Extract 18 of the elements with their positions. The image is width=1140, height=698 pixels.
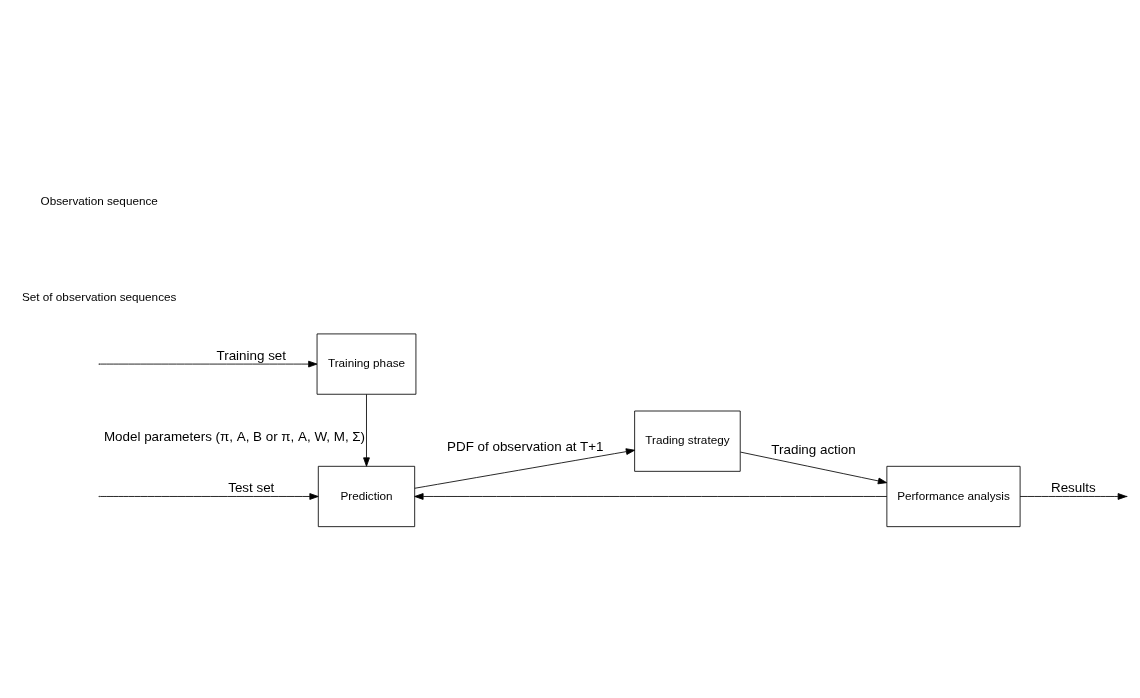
edge-label: PDF of observation at T+1: [447, 439, 604, 455]
edge-label: Training set: [216, 347, 287, 363]
node-box: Performance analysis: [886, 465, 1021, 528]
arrow: [414, 448, 636, 489]
arrow: [363, 394, 370, 467]
arrow: [99, 360, 318, 368]
node-box: Training phase: [316, 333, 417, 395]
node-box: Prediction: [317, 465, 416, 528]
edge-label: Trading action: [771, 442, 856, 458]
label: Set of observation sequences: [21, 289, 177, 303]
arrow: [99, 493, 319, 500]
node-box: Trading strategy: [634, 410, 741, 472]
edge-label: Results: [1050, 480, 1096, 496]
label: Observation sequence: [40, 193, 158, 207]
arrow: [740, 451, 888, 485]
edge-label: Test set: [228, 480, 275, 496]
edge-label: Model parameters (π, A, B or π, A, W, M, Σ): [103, 429, 366, 445]
arrow: [414, 493, 888, 500]
